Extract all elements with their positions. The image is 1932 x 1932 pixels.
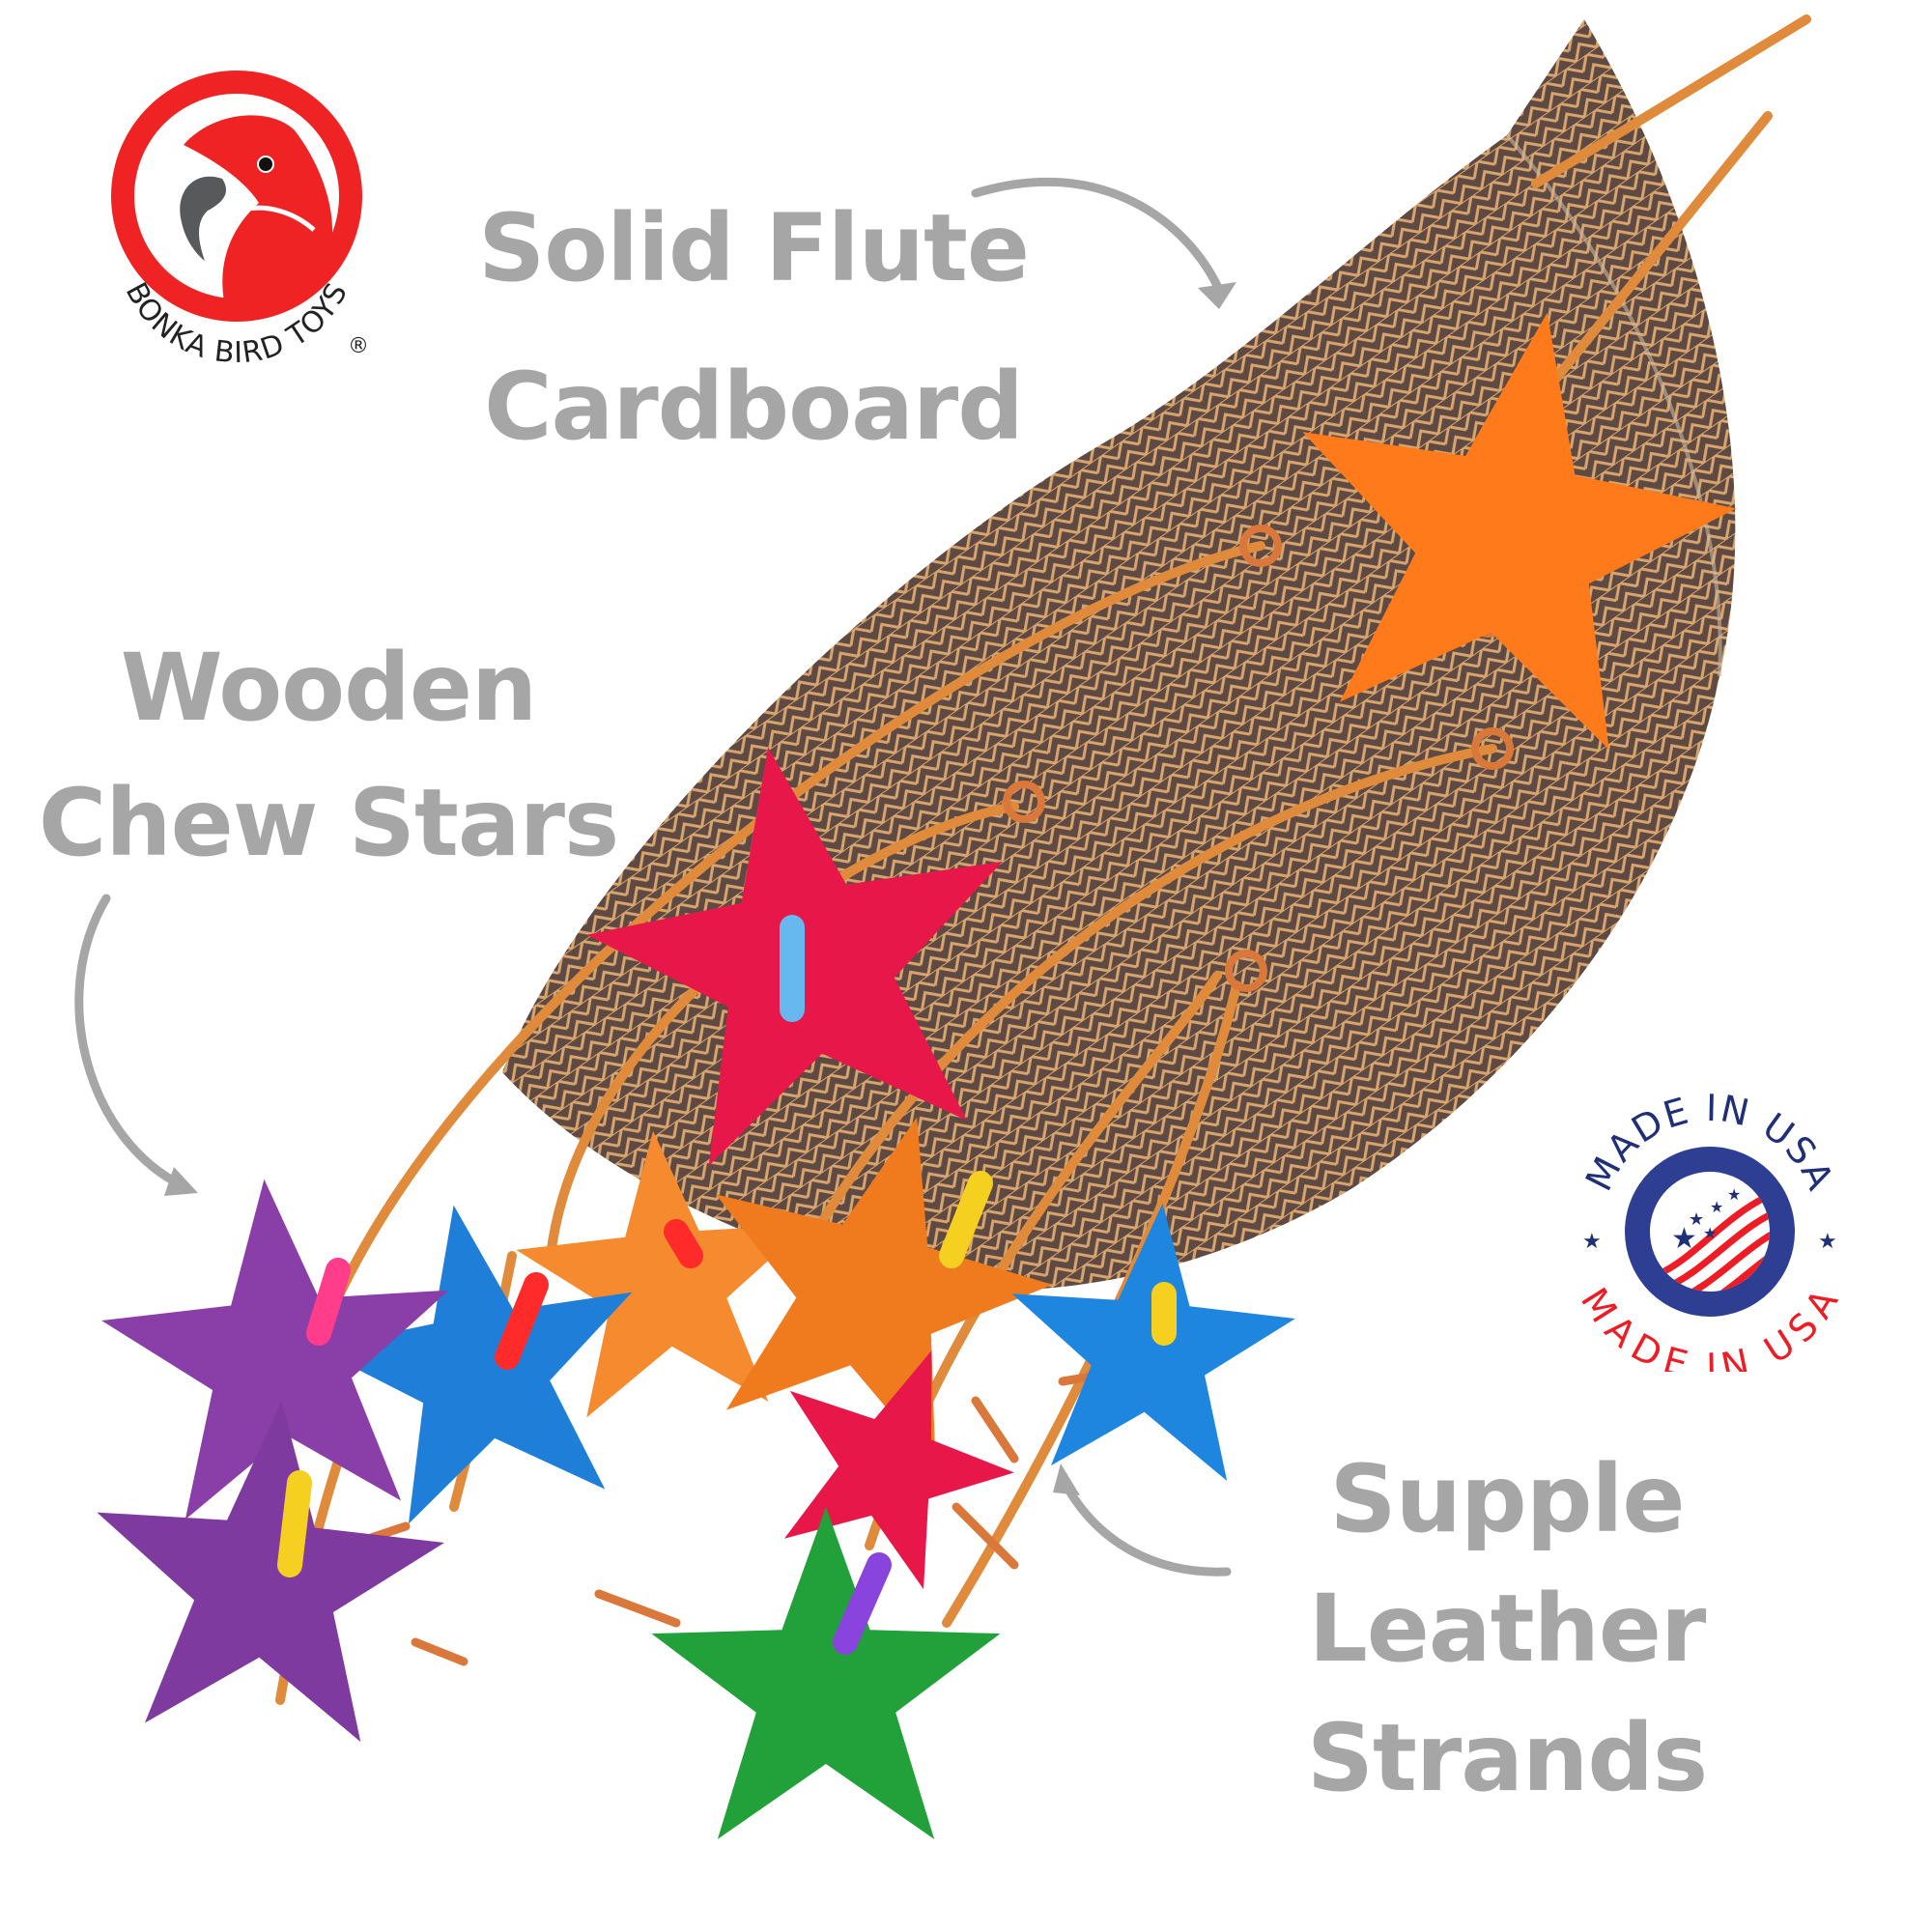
svg-text:★: ★ (1671, 1222, 1697, 1256)
beak-icon (180, 176, 227, 261)
bead-pink (306, 1258, 351, 1346)
made-in-usa-badge: ★ ★ ★ ★ ★ ★ ★ MADE IN USA MADE IN USA (1565, 1082, 1855, 1372)
svg-text:★: ★ (1818, 1230, 1837, 1254)
stars-icon: ★ ★ ★ ★ ★ ★ ★ (1582, 1185, 1837, 1256)
bead-red-1 (495, 1272, 549, 1370)
svg-text:★: ★ (1727, 1185, 1741, 1204)
callout-cardboard-line1: Solid Flute (478, 194, 1030, 302)
bead-yellow-2 (939, 1171, 993, 1268)
callout-leather: Supple Leather Strands (1256, 1449, 1758, 1808)
star-purple-top (101, 1179, 449, 1520)
callout-leather-line3: Strands (1306, 1704, 1708, 1812)
star-green (651, 1507, 1001, 1839)
svg-text:★: ★ (1710, 1198, 1723, 1216)
parrot-icon (184, 115, 333, 306)
bead-yellow-1 (277, 1470, 312, 1577)
callout-stars: Wooden Chew Stars (29, 638, 628, 873)
star-purple-bottom (97, 1401, 444, 1743)
star-blue-right (1011, 1203, 1295, 1482)
star-orange-top (1302, 312, 1737, 751)
star-blue-left (315, 1205, 633, 1524)
star-orange-mid (715, 1117, 1053, 1466)
bead-red-2 (664, 1219, 703, 1268)
arrow-stars-icon (74, 894, 188, 1191)
callout-leather-line2: Leather (1308, 1575, 1707, 1683)
callout-stars-line2: Chew Stars (38, 769, 619, 877)
brand-logo: BONKA BIRD TOYS ® (77, 58, 386, 367)
callout-cardboard-line2: Cardboard (484, 353, 1024, 461)
arrow-leather-icon (1063, 1483, 1232, 1577)
star-red-bottom (783, 1350, 1014, 1590)
svg-text:★: ★ (1582, 1230, 1602, 1254)
arrow-cardboard-icon (971, 177, 1224, 295)
svg-text:★: ★ (1703, 1224, 1717, 1242)
bead-purple (833, 1552, 892, 1655)
callout-stars-line1: Wooden (120, 634, 538, 742)
svg-text:★: ★ (1689, 1209, 1704, 1230)
callout-leather-line1: Supple (1329, 1445, 1686, 1553)
star-orange-left (516, 1130, 810, 1418)
callout-cardboard: Solid Flute Cardboard (464, 198, 1043, 457)
registered-mark: ® (348, 334, 369, 358)
